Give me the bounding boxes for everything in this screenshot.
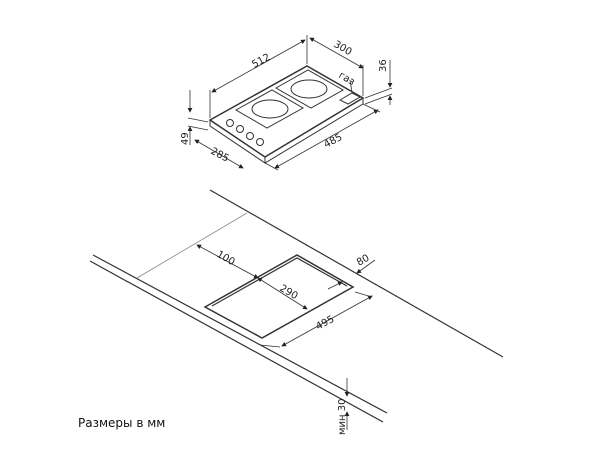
dim-290: 290 xyxy=(278,283,300,302)
dim-300: 300 xyxy=(332,39,354,58)
dim-36: 36 xyxy=(378,59,389,72)
dim-100: 100 xyxy=(215,249,237,268)
dim-495: 495 xyxy=(314,314,336,333)
hob-drawing xyxy=(187,35,393,171)
dim-285: 285 xyxy=(209,146,231,165)
dim-49: 49 xyxy=(180,132,191,145)
dim-512: 512 xyxy=(250,52,272,71)
units-caption: Размеры в мм xyxy=(78,416,166,430)
dim-485: 485 xyxy=(322,132,344,151)
worktop-drawing xyxy=(89,189,504,430)
dim-min-30: мин 30 xyxy=(337,399,348,435)
dim-80: 80 xyxy=(355,253,372,269)
